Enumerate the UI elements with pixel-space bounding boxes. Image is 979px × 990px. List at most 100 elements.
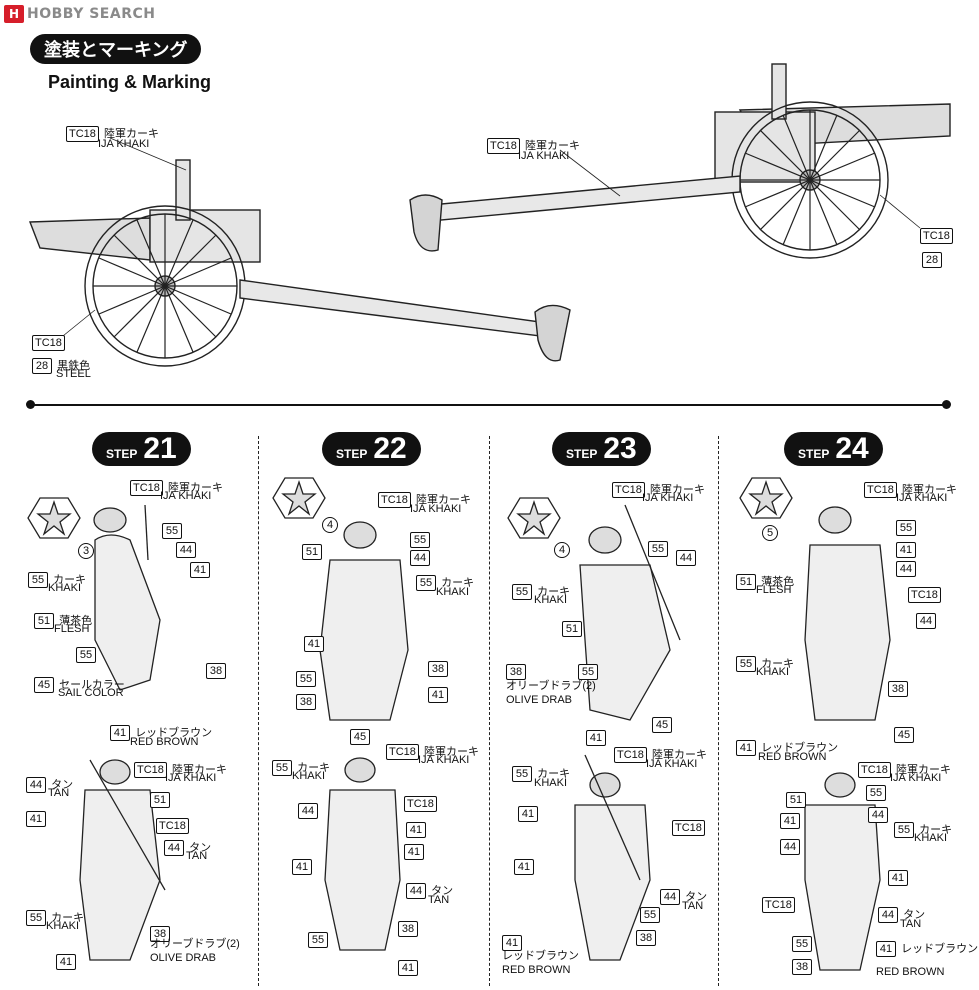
- step22-38a: 38: [428, 657, 448, 677]
- step22-55a: 55: [410, 528, 430, 548]
- step21-back-51: 51: [150, 788, 170, 808]
- step21-back-khaki-en: KHAKI: [46, 920, 80, 932]
- step23-olive-en: OLIVE DRAB: [506, 694, 573, 706]
- step24-44b: 44: [916, 609, 936, 629]
- step24-back-38: 38: [792, 955, 812, 975]
- step24-back-khaki: 55 カーキ: [894, 818, 952, 838]
- step21-back-tan-label: 44 タン: [26, 773, 73, 793]
- left-gun-ija-khaki: IJA KHAKI: [98, 138, 150, 150]
- step24-back-tan-en: TAN: [900, 918, 922, 930]
- step23-back-tc18b: TC18: [672, 816, 705, 836]
- divider-dot-right: [942, 400, 951, 409]
- step23-45: 45: [652, 713, 672, 733]
- step22-back-tc18b: TC18: [404, 792, 437, 812]
- step24-ija-khaki: IJA KHAKI: [896, 492, 948, 504]
- step22-back-41d: 41: [398, 956, 418, 976]
- step23-back-55: 55: [640, 903, 660, 923]
- step24-decal-number: 5: [762, 525, 778, 541]
- step21-back-38: 38: [150, 922, 170, 942]
- left-gun-steel-label: 28 黒鉄色: [32, 354, 90, 374]
- step24-flesh-en: FLESH: [756, 584, 792, 596]
- step21-code-55a: 55: [162, 519, 182, 539]
- step22-back-tan-en: TAN: [428, 894, 450, 906]
- step21-tc18-label: TC18 陸軍カーキ: [130, 476, 223, 496]
- step22-51: 51: [302, 540, 322, 560]
- step21-back-olive-en: OLIVE DRAB: [150, 952, 217, 964]
- column-separator-3: [718, 436, 719, 986]
- step21-insignia: [27, 497, 81, 539]
- step23-55b: 55: [578, 660, 598, 680]
- step24-tc18: TC18 陸軍カーキ: [864, 478, 957, 498]
- step21-back-khaki: 55 カーキ: [26, 906, 84, 926]
- right-gun-tc18-label: TC18 陸軍カーキ: [487, 134, 580, 154]
- left-gun-steel-en: STEEL: [56, 368, 91, 380]
- step24-44: 44: [896, 557, 916, 577]
- step23-55a: 55: [648, 537, 668, 557]
- step23-figure-front: [579, 504, 681, 721]
- step22-back-55: 55: [308, 928, 328, 948]
- step23-olive: オリーブドラブ(2): [506, 680, 596, 692]
- step21-figure-back: [79, 759, 166, 961]
- step21-decal-number: 3: [78, 543, 94, 559]
- step22-55b: 55: [296, 667, 316, 687]
- step23-38: 38: [506, 660, 526, 680]
- step21-back-41b: 41: [56, 950, 76, 970]
- step22-back-tc18: TC18 陸軍カーキ: [386, 740, 479, 760]
- step23-back-tan: 44 タン: [660, 885, 707, 905]
- section-title-en: Painting & Marking: [48, 72, 212, 92]
- step21-back-tc18b: TC18: [156, 814, 189, 834]
- step22-44: 44: [410, 546, 430, 566]
- step22-back-khaki-en: KHAKI: [292, 770, 326, 782]
- step23-figure-back: [574, 754, 651, 961]
- step21-sail-label: 45 セールカラー: [34, 673, 125, 693]
- step23-back-redbrown-code: 41: [502, 931, 522, 951]
- step23-back-tan-en: TAN: [682, 900, 704, 912]
- step22-back-38: 38: [398, 917, 418, 937]
- step22-41a: 41: [304, 632, 324, 652]
- step23-back-38: 38: [636, 926, 656, 946]
- step24-back-55a: 55: [866, 781, 886, 801]
- step22-figure-front: [319, 521, 409, 721]
- step23-back-redbrown: レッドブラウン: [502, 950, 579, 962]
- step21-redbrown-label: 41 レッドブラウン: [110, 721, 212, 741]
- step22-insignia: [272, 477, 326, 519]
- step23-ija-khaki: IJA KHAKI: [642, 492, 694, 504]
- step24-back-41a: 41: [780, 809, 800, 829]
- step21-ija-khaki: IJA KHAKI: [160, 490, 212, 502]
- step24-khaki-en: KHAKI: [756, 666, 790, 678]
- step24-back-41b: 41: [888, 866, 908, 886]
- step24-back-tc18b: TC18: [762, 893, 795, 913]
- step21-khaki-en: KHAKI: [48, 582, 82, 594]
- left-gun-tc18-label: TC18 陸軍カーキ: [66, 122, 159, 142]
- step21-code-44a: 44: [176, 538, 196, 558]
- step22-45: 45: [350, 725, 370, 745]
- step22-khaki: 55 カーキ: [416, 571, 474, 591]
- step24-back-51: 51: [786, 788, 806, 808]
- step22-tc18: TC18 陸軍カーキ: [378, 488, 471, 508]
- step24-khaki: 55 カーキ: [736, 652, 794, 672]
- step22-38b: 38: [296, 690, 316, 710]
- step24-41a: 41: [896, 538, 916, 558]
- step21-back-tan2: 44 タン: [164, 836, 211, 856]
- step23-insignia: [507, 497, 561, 539]
- step21-flesh-label: 51 薄茶色: [34, 609, 92, 629]
- step24-insignia: [739, 477, 793, 519]
- step21-figure-front: [93, 504, 161, 691]
- step21-code-55b: 55: [76, 643, 96, 663]
- logo-mark: H: [4, 5, 24, 23]
- section-title-jp: 塗装とマーキング: [30, 34, 202, 64]
- step23-back-redbrown-en: RED BROWN: [502, 964, 571, 976]
- left-gun-wheel-tc18: TC18: [32, 331, 65, 351]
- step24-back-tc18: TC18 陸軍カーキ: [858, 758, 951, 778]
- step22-decal-number: 4: [322, 517, 338, 533]
- step24-back-khaki-en: KHAKI: [914, 832, 948, 844]
- step24-back-redbrown-en: RED BROWN: [876, 966, 945, 978]
- right-gun-wheel-28: 28: [922, 248, 942, 268]
- step22-back-tan: 44 タン: [406, 879, 453, 899]
- step21-flesh-en: FLESH: [54, 623, 90, 635]
- right-gun-illustration: [409, 63, 951, 259]
